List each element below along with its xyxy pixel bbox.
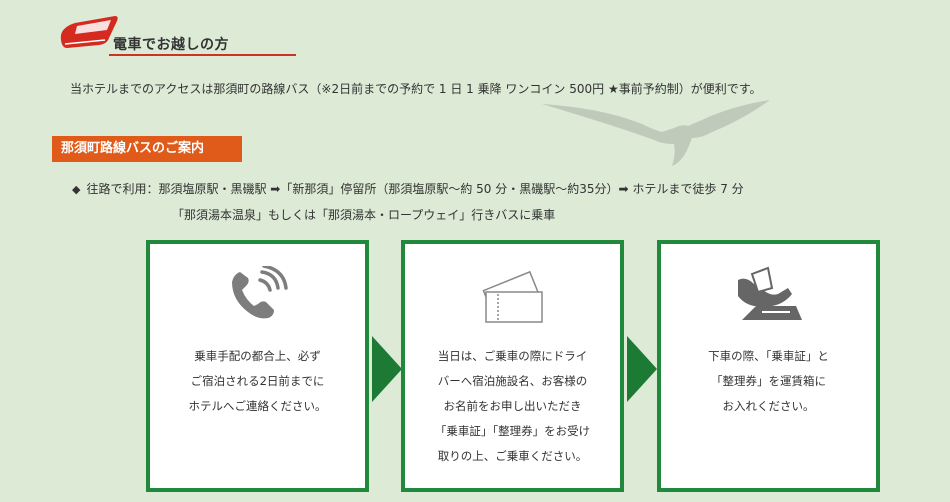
step-3-line: お入れください。 <box>722 399 815 413</box>
section-title: 電車でお越しの方 <box>113 37 229 53</box>
step-1-line: ホテルへご連絡ください。 <box>188 399 327 413</box>
step-2-line: 「乗車証」「整理券」をお受け <box>434 424 591 438</box>
bullet-diamond: ◆ <box>72 183 81 196</box>
step-2-line: バーへ宿泊施設名、お客様の <box>437 374 588 388</box>
step-3-line: 「整理券」を運賃箱に <box>711 374 826 388</box>
intro-text: 当ホテルまでのアクセスは那須町の路線バス（※2日前までの予約で 1 日 1 乗降… <box>70 82 762 96</box>
next-arrow-icon <box>372 336 402 402</box>
step-2-line: 当日は、ご乗車の際にドライ <box>437 349 588 363</box>
step-card-3: 下車の際、「乗車証」と 「整理券」を運賃箱に お入れください。 <box>657 240 880 492</box>
step-1-line: 乗車手配の都合上、必ず <box>194 349 321 363</box>
fare-box-icon <box>737 266 802 320</box>
route-line-1: ◆ 往路で利用：那須塩原駅・黒磯駅 ➡「新那須」停留所（那須塩原駅～約 50 分・… <box>72 180 744 197</box>
route-line-2: 「那須湯本温泉」もしくは「那須湯本・ロープウェイ」行きバスに乗車 <box>172 208 556 222</box>
step-2-text: 当日は、ご乗車の際にドライ バーへ宿泊施設名、お客様の お名前をお申し出いただき… <box>405 344 620 469</box>
pterodactyl-icon <box>542 100 770 166</box>
step-card-1: 乗車手配の都合上、必ず ご宿泊される2日前までに ホテルへご連絡ください。 <box>146 240 369 492</box>
step-1-text: 乗車手配の都合上、必ず ご宿泊される2日前までに ホテルへご連絡ください。 <box>150 344 365 419</box>
step-card-2: 当日は、ご乗車の際にドライ バーへ宿泊施設名、お客様の お名前をお申し出いただき… <box>401 240 624 492</box>
phone-icon <box>231 266 288 319</box>
step-2-line: 取りの上、ご乗車ください。 <box>437 449 588 463</box>
train-icon <box>60 16 118 48</box>
section-header: 電車でお越しの方 <box>55 14 296 56</box>
ticket-icon <box>481 270 543 323</box>
step-3-line: 下車の際、「乗車証」と <box>708 349 829 363</box>
step-3-text: 下車の際、「乗車証」と 「整理券」を運賃箱に お入れください。 <box>661 344 876 419</box>
step-2-line: お名前をお申し出いただき <box>443 399 582 413</box>
bus-guide-label: 那須町路線バスのご案内 <box>52 136 242 162</box>
step-1-line: ご宿泊される2日前までに <box>190 374 325 388</box>
next-arrow-icon <box>627 336 657 402</box>
title-underline <box>109 54 296 56</box>
route-line-1-text: 往路で利用：那須塩原駅・黒磯駅 ➡「新那須」停留所（那須塩原駅～約 50 分・黒… <box>86 182 744 196</box>
